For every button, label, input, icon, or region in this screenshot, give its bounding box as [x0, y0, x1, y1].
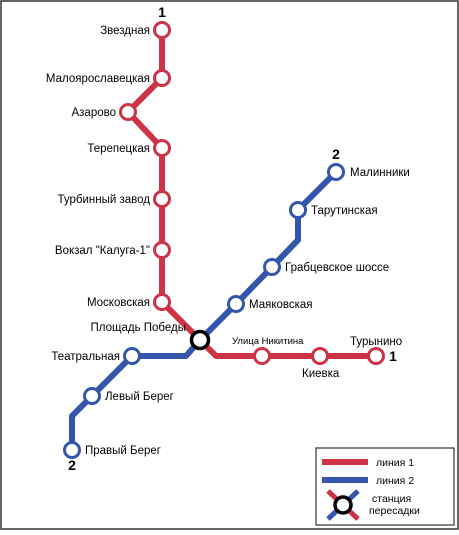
legend: линия 1 линия 2 станция пересадки — [315, 447, 455, 526]
legend-line1-label: линия 1 — [376, 457, 414, 469]
station-ulitsa-nikitina[interactable] — [253, 347, 271, 365]
line2-stations — [63, 163, 345, 459]
label-teatralnaya: Театральная — [51, 351, 120, 363]
label-azarovo: Азарово — [71, 107, 116, 119]
line1-number-end: 1 — [389, 348, 397, 364]
label-zvezdnaya: Звездная — [100, 25, 150, 37]
legend-line2-label: линия 2 — [376, 475, 414, 487]
label-turynino: Турынино — [350, 336, 402, 348]
station-turynino[interactable] — [367, 347, 385, 365]
station-malinniki[interactable] — [327, 163, 345, 181]
station-tarutinskaya[interactable] — [289, 201, 307, 219]
station-moskovskaya[interactable] — [153, 293, 171, 311]
label-pravy-bereg: Правый Берег — [85, 445, 161, 457]
label-malinniki: Малинники — [350, 167, 410, 179]
label-turbinny-zavod: Турбинный завод — [58, 194, 151, 206]
label-terepetskaya: Терепецкая — [87, 143, 150, 155]
label-levy-bereg: Левый Берег — [105, 391, 174, 403]
legend-interchange-icon — [326, 489, 360, 521]
label-kievka: Киевка — [302, 368, 340, 380]
station-kievka[interactable] — [311, 347, 329, 365]
legend-interchange-label-2: пересадки — [369, 505, 420, 517]
station-grabtsevskoe-shosse[interactable] — [263, 258, 281, 276]
line1-number-top: 1 — [158, 4, 166, 20]
label-grabtsevskoe-shosse: Грабцевское шоссе — [285, 262, 389, 274]
line1-stations — [119, 21, 385, 365]
station-teatralnaya[interactable] — [123, 347, 141, 365]
station-maloyaroslavetskaya[interactable] — [153, 69, 171, 87]
station-pravy-bereg[interactable] — [63, 441, 81, 459]
label-ploshchad-pobedy: Площадь Победы — [91, 322, 187, 334]
station-vokzal-kaluga[interactable] — [153, 241, 171, 259]
label-moskovskaya: Московская — [87, 297, 150, 309]
line2-number-end: 2 — [68, 457, 76, 473]
station-terepetskaya[interactable] — [153, 139, 171, 157]
line2-number-top: 2 — [332, 146, 340, 162]
station-mayakovskaya[interactable] — [227, 295, 245, 313]
label-vokzal-kaluga: Вокзал "Калуга-1" — [55, 245, 150, 257]
station-azarovo[interactable] — [119, 103, 137, 121]
station-turbinny-zavod[interactable] — [153, 190, 171, 208]
label-mayakovskaya: Маяковская — [249, 299, 313, 311]
station-zvezdnaya[interactable] — [153, 21, 171, 39]
legend-interchange-label-1: станция — [372, 493, 411, 505]
label-maloyaroslavetskaya: Малоярославецкая — [46, 73, 150, 85]
station-levy-bereg[interactable] — [83, 387, 101, 405]
label-tarutinskaya: Тарутинская — [311, 205, 378, 217]
station-ploshchad-pobedy-interchange-icon[interactable] — [189, 329, 211, 351]
label-ulitsa-nikitina: Улица Никитина — [232, 336, 304, 347]
